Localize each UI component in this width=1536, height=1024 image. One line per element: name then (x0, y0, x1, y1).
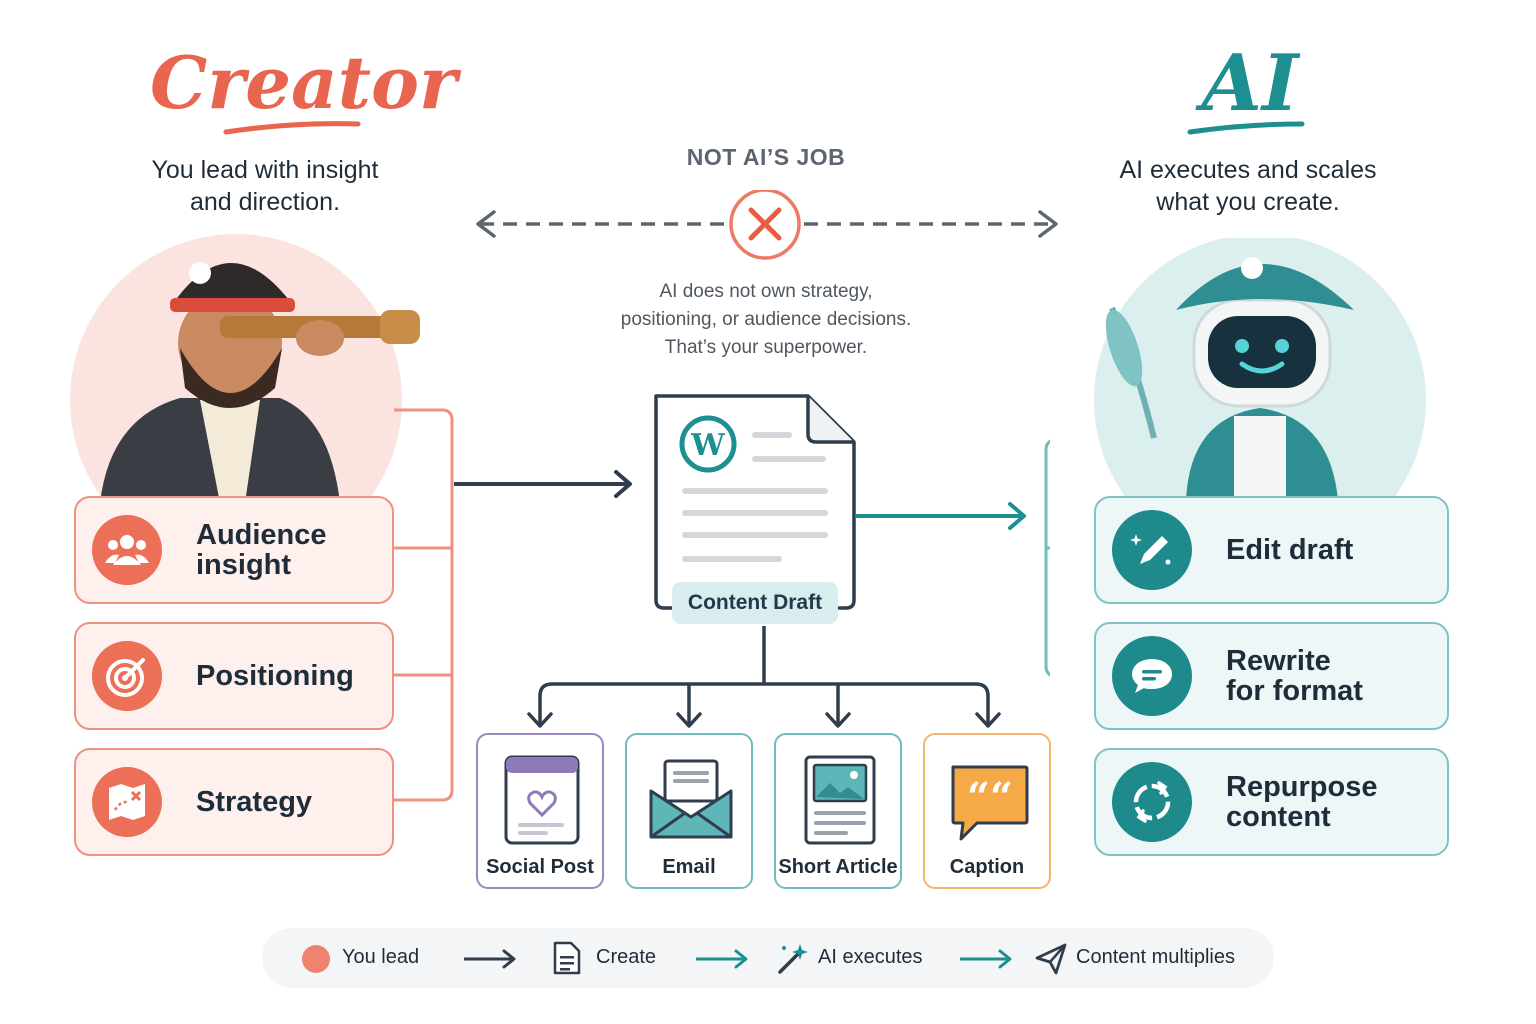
robot-skull-icon (1241, 257, 1263, 279)
social-post-icon (504, 755, 580, 845)
svg-text:W: W (690, 428, 726, 463)
article-icon (804, 755, 876, 845)
creator-title-underline (223, 121, 361, 135)
legend-arrow-2 (696, 949, 748, 969)
fanout-arrows (527, 626, 1001, 728)
not-ai-job-heading: NOT AI’S JOB (686, 144, 846, 170)
connector-lines (394, 408, 1050, 802)
legend-ai-executes: AI executes (818, 946, 923, 968)
ai-title-underline (1187, 121, 1305, 135)
pirate-illustration (70, 234, 420, 503)
creator-subtitle: You lead with insight and direction. (151, 156, 379, 216)
ai-title: AI (1201, 38, 1299, 129)
creator-card-positioning: Positioning (74, 622, 394, 730)
robot-illustration (1094, 238, 1426, 500)
quote-bubble-icon: ““ (951, 765, 1029, 841)
paper-plane-icon (1035, 943, 1067, 975)
output-card-caption: ““ Caption (923, 733, 1051, 889)
legend-you-lead: You lead (342, 946, 420, 968)
content-draft-document: W (654, 394, 856, 610)
cycle-icon (1112, 762, 1192, 842)
dot-icon (302, 945, 330, 973)
users-icon (92, 515, 162, 585)
svg-text:““: ““ (967, 774, 1013, 821)
magic-pencil-icon (1112, 510, 1192, 590)
x-mark-icon (729, 190, 801, 260)
output-card-email: Email (625, 733, 753, 889)
map-icon (92, 767, 162, 837)
magic-wand-icon (778, 944, 808, 974)
legend-bar (262, 928, 1274, 988)
wordpress-icon: W (679, 415, 737, 473)
boundary-divider (476, 190, 1058, 260)
not-ai-job-note: AI does not own strategy, positioning, o… (620, 281, 912, 358)
legend-arrow-3 (960, 949, 1012, 969)
document-icon (553, 941, 581, 975)
envelope-icon (649, 759, 733, 839)
content-draft-label: Content Draft (672, 582, 838, 624)
chat-bubble-icon (1112, 636, 1192, 716)
output-card-short-article: Short Article (774, 733, 902, 889)
creator-card-strategy: Strategy (74, 748, 394, 856)
output-card-social-post: Social Post (476, 733, 604, 889)
legend-create: Create (596, 946, 657, 968)
skull-icon (189, 262, 211, 284)
legend-arrow-1 (464, 949, 516, 969)
legend-content-multiplies: Content multiplies (1076, 946, 1235, 968)
target-icon (92, 641, 162, 711)
ai-subtitle: AI executes and scales what you create. (1119, 156, 1377, 216)
creator-title: Creator (150, 40, 457, 125)
ai-card-edit-draft: Edit draft (1094, 496, 1449, 604)
